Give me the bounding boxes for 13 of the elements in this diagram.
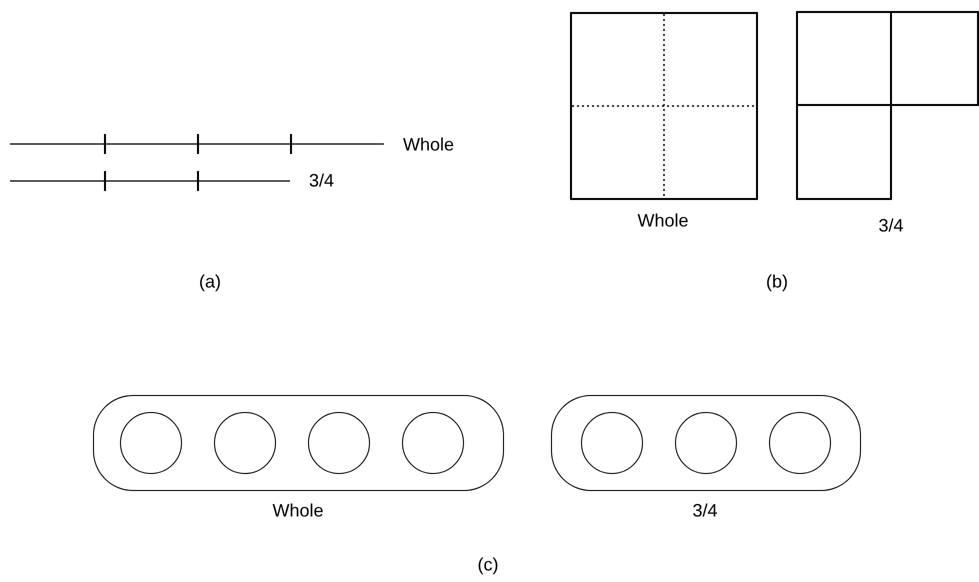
node-label: Whole xyxy=(272,500,324,522)
node-label: 3/4 xyxy=(878,216,904,236)
label: (c) xyxy=(478,554,498,576)
square-divided-in-quarters xyxy=(570,12,758,200)
rounded-frame xyxy=(551,395,861,491)
label: (a) xyxy=(199,272,221,292)
label: 3/4 xyxy=(309,170,334,192)
label: Whole xyxy=(403,134,454,156)
node-label: Whole xyxy=(637,210,689,232)
label: (b) xyxy=(766,272,788,292)
three-quarter-shape xyxy=(796,11,979,200)
rounded-frame xyxy=(93,395,504,491)
node-label: 3/4 xyxy=(692,500,718,522)
